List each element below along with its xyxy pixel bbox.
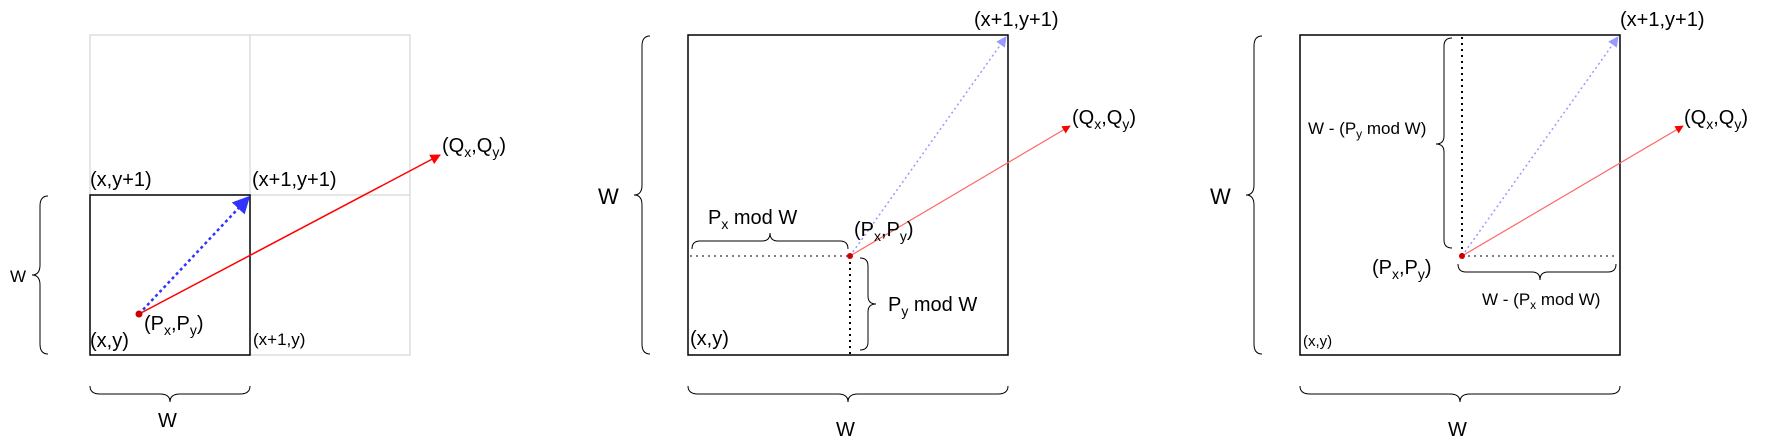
px-mod-label: Px mod W: [708, 207, 797, 232]
px-mod-brace: [691, 232, 849, 250]
point-p: [847, 253, 853, 259]
width-brace: [89, 385, 251, 403]
point-q-label: (Qx,Qy): [442, 135, 506, 160]
ray-arrow: [138, 154, 441, 315]
diagonal-arrow: [1461, 36, 1619, 257]
height-label: W: [10, 267, 26, 286]
panel-3: (x+1,y+1) (x,y) (Px,Py) (Qx,Qy) W - (Py …: [1210, 9, 1748, 440]
current-cell: [89, 194, 251, 356]
height-label: W: [1210, 184, 1231, 209]
panel-2: (x+1,y+1) (x,y) (Px,Py) (Qx,Qy) Px mod W…: [598, 9, 1136, 440]
point-q-label: (Qx,Qy): [1684, 107, 1748, 132]
point-q-label: (Qx,Qy): [1072, 107, 1136, 132]
width-label: W: [836, 419, 855, 440]
py-mod-label: Py mod W: [888, 294, 977, 319]
point-p-label: (Px,Py): [854, 219, 914, 244]
current-cell: [1299, 34, 1621, 356]
diagonal-arrow: [138, 195, 251, 315]
current-cell: [687, 34, 1009, 356]
point-p-label: (Px,Py): [144, 313, 204, 338]
corner-bottom-right-label: (x+1,y): [253, 330, 305, 349]
corner-top-left-label: (x,y+1): [90, 169, 152, 191]
py-mod-brace: [859, 257, 877, 351]
horizontal-remainder-label: W - (Px mod W): [1482, 290, 1600, 312]
width-brace: [1299, 385, 1621, 403]
vertical-remainder-label: W - (Py mod W): [1308, 119, 1426, 141]
panel-1: (x,y+1) (x+1,y+1) (x,y) (x+1,y) (Px,Py) …: [10, 34, 506, 432]
width-label: W: [1448, 419, 1467, 440]
height-brace: [633, 35, 651, 355]
ray-arrow: [849, 125, 1071, 257]
width-brace: [687, 385, 1009, 403]
ray-arrow: [1461, 125, 1684, 257]
corner-top-right-label: (x+1,y+1): [1620, 9, 1704, 31]
horizontal-remainder-brace: [1457, 263, 1617, 281]
height-brace: [1245, 35, 1263, 355]
point-p: [135, 310, 143, 318]
corner-top-right-label: (x+1,y+1): [974, 9, 1058, 31]
height-label: W: [598, 184, 619, 209]
point-p-label: (Px,Py): [1372, 257, 1432, 282]
vertical-remainder-brace: [1435, 37, 1453, 249]
corner-bottom-left-label: (x,y): [90, 330, 129, 352]
height-brace: [31, 195, 49, 355]
corner-bottom-left-label: (x,y): [1303, 333, 1332, 350]
corner-top-right-label: (x+1,y+1): [252, 169, 336, 191]
width-label: W: [158, 410, 177, 432]
point-p: [1459, 253, 1465, 259]
corner-bottom-left-label: (x,y): [690, 328, 729, 350]
